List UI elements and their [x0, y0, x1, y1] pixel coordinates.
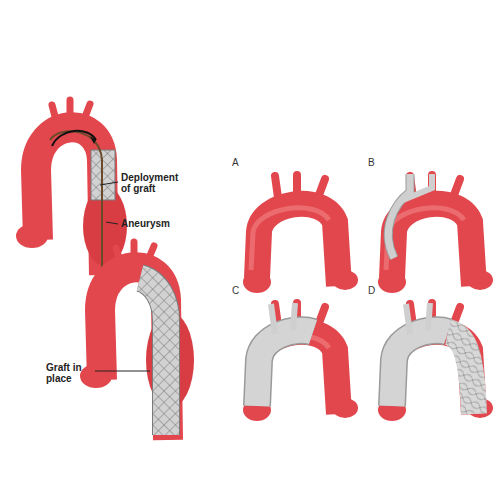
- panel-b-figure: [378, 174, 493, 293]
- callout-label: Deployment of graft: [121, 172, 183, 194]
- panel-a-figure: [243, 175, 358, 293]
- callout-label: Aneurysm: [121, 218, 170, 229]
- panel-d-figure: [378, 303, 493, 421]
- graft-in-place-figure: [80, 242, 194, 440]
- panel-letter: A: [232, 157, 239, 168]
- callout-label: Graft in place: [46, 362, 94, 384]
- deployment-figure: [16, 100, 127, 280]
- panel-letter: C: [232, 285, 239, 296]
- panel-letter: D: [368, 285, 375, 296]
- panel-c-figure: [243, 303, 358, 421]
- panel-letter: B: [368, 157, 375, 168]
